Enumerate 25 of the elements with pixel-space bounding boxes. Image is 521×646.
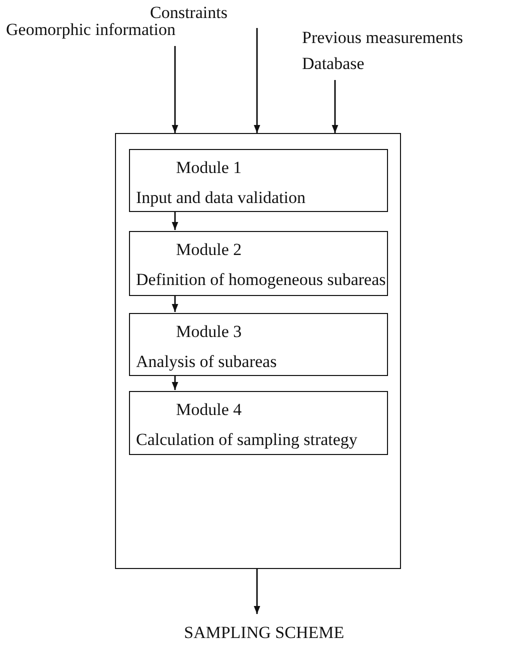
arrow: [172, 46, 178, 133]
arrow: [254, 28, 260, 133]
input-label: Geomorphic information: [6, 20, 176, 40]
module-box: [129, 391, 388, 455]
module-description: Input and data validation: [136, 188, 306, 208]
module-description: Analysis of subareas: [136, 352, 277, 372]
arrow: [172, 295, 178, 312]
module-box: [129, 313, 388, 376]
output-label: SAMPLING SCHEME: [184, 623, 344, 643]
arrow: [172, 375, 178, 390]
arrow: [254, 569, 260, 614]
module-description: Definition of homogeneous subareas: [136, 270, 386, 290]
module-title: Module 2: [176, 240, 242, 260]
input-label: Constraints: [150, 3, 228, 23]
arrow: [332, 80, 338, 133]
module-box: [129, 231, 388, 296]
container-box: [115, 133, 401, 569]
module-box: [129, 149, 388, 212]
module-title: Module 1: [176, 158, 242, 178]
module-title: Module 3: [176, 322, 242, 342]
input-label: Previous measurements: [302, 28, 463, 48]
module-title: Module 4: [176, 400, 242, 420]
module-description: Calculation of sampling strategy: [136, 430, 358, 450]
input-label: Database: [302, 54, 364, 74]
arrow: [172, 211, 178, 230]
